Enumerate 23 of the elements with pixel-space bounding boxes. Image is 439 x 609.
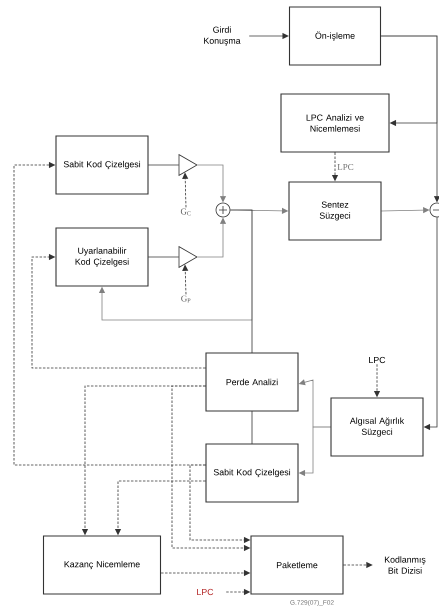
text-label: LPC: [197, 588, 214, 596]
process-box: Paketleme: [250, 535, 344, 595]
process-box: Sentez Süzgeci: [288, 181, 382, 241]
summing-circle: [430, 202, 439, 218]
edge-label: LPC: [336, 162, 355, 172]
connector-line: [148, 164, 179, 166]
process-box: Perde Analizi: [205, 352, 299, 412]
text-label: Kodlanmış Bit Dizisi: [384, 556, 426, 574]
process-box: Algısal Ağırlık Süzgeci: [330, 397, 424, 457]
dashed-arrow: [32, 254, 206, 368]
process-box: Sabit Kod Çizelgesi: [55, 135, 149, 195]
process-box: LPC Analizi ve Nicemlemesi: [280, 93, 390, 153]
text-label: Girdi Konuşma: [204, 26, 241, 46]
process-box: Sabit Kod Çizelgesi: [205, 443, 299, 503]
text-label: G$_{C}$: [180, 208, 191, 216]
connector-line: [230, 210, 252, 353]
text-label: LPC: [369, 356, 386, 364]
summing-circle: [216, 202, 230, 218]
process-box: Kazanç Nicemleme: [42, 535, 162, 595]
process-box: Ön-işleme: [288, 6, 382, 66]
text-label: G$_{P}$: [181, 296, 190, 302]
connector-line: [148, 256, 179, 258]
process-box: Uyarlanabilir Kod Çizelgesi: [55, 227, 149, 287]
